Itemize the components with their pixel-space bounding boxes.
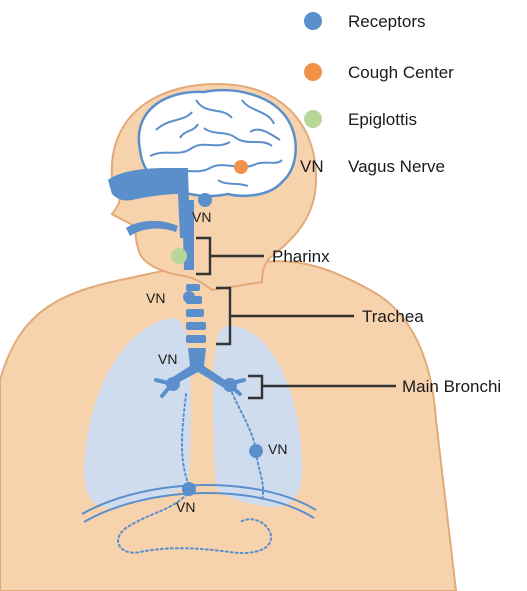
legend: Receptors Cough Center Epiglottis VN Vag… [300, 12, 454, 176]
trachea-ring [186, 284, 200, 291]
vn-label-trachea: VN [146, 290, 165, 306]
receptor-trachea [183, 291, 195, 303]
vn-label-bronchus: VN [158, 351, 177, 367]
legend-epiglottis-swatch [304, 110, 322, 128]
epiglottis-marker [171, 248, 187, 264]
trachea-ring [186, 322, 206, 330]
legend-receptors-label: Receptors [348, 12, 425, 31]
pharynx-label: Pharinx [272, 247, 330, 266]
trachea-ring [186, 309, 204, 317]
vn-label-diaphragm: VN [176, 499, 195, 515]
trachea-label: Trachea [362, 307, 424, 326]
legend-vn-abbr: VN [300, 157, 324, 176]
vn-label-lung: VN [268, 441, 287, 457]
legend-cough-center-swatch [304, 63, 322, 81]
trachea-ring [186, 335, 206, 343]
receptor-diaphragm [182, 482, 196, 496]
legend-item-cough-center: Cough Center [304, 63, 454, 82]
legend-epiglottis-label: Epiglottis [348, 110, 417, 129]
cough-center-marker [234, 160, 248, 174]
receptor-brainstem [198, 193, 212, 207]
legend-cough-center-label: Cough Center [348, 63, 454, 82]
legend-item-epiglottis: Epiglottis [304, 110, 417, 129]
legend-receptor-swatch [304, 12, 322, 30]
receptor-right-bronchus [166, 377, 180, 391]
receptor-lung [249, 444, 263, 458]
main-bronchi-label: Main Bronchi [402, 377, 501, 396]
legend-vagus-nerve-label: Vagus Nerve [348, 157, 445, 176]
receptor-left-bronchus [223, 378, 237, 392]
legend-item-receptors: Receptors [304, 12, 425, 31]
legend-item-vagus-nerve: VN Vagus Nerve [300, 157, 445, 176]
vn-label-brainstem: VN [192, 209, 211, 225]
